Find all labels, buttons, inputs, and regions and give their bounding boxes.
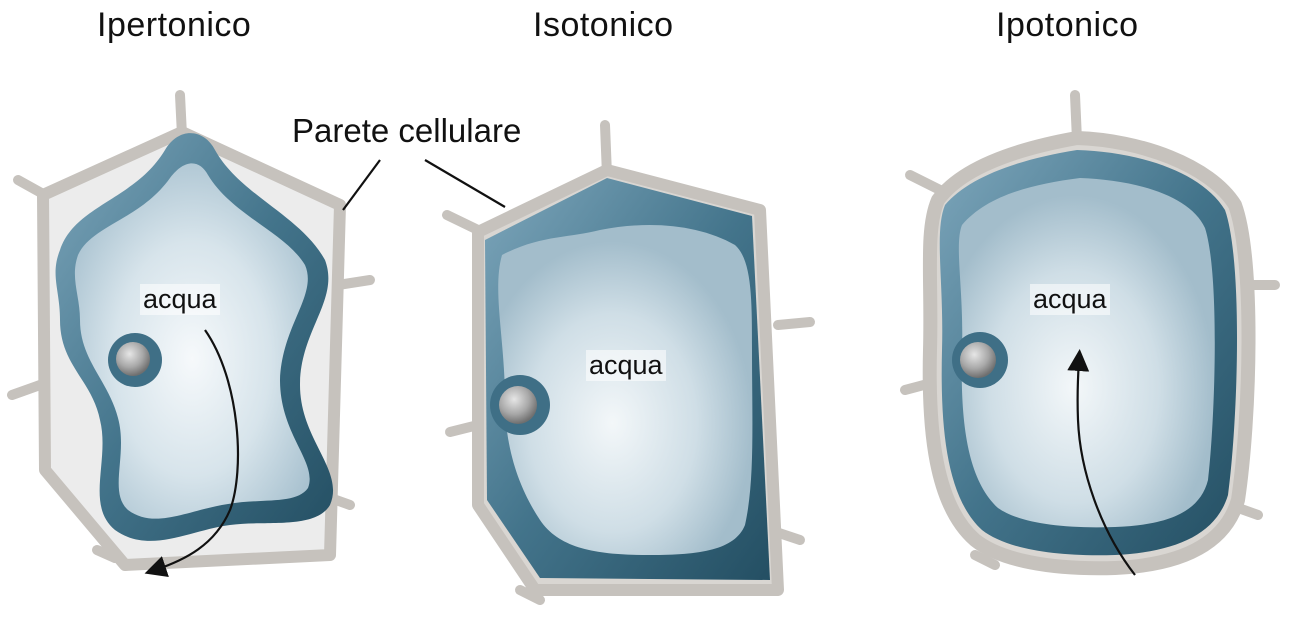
cell-wall-label: Parete cellulare	[292, 112, 521, 150]
hypertonic-nucleus	[116, 342, 150, 376]
water-label-hypertonic: acqua	[140, 284, 220, 315]
isotonic-cell	[343, 125, 810, 600]
water-label-isotonic: acqua	[586, 350, 666, 381]
title-isotonic: Isotonico	[533, 6, 674, 45]
isotonic-nucleus	[499, 386, 537, 424]
title-hypotonic: Ipotonico	[996, 6, 1139, 45]
water-label-hypotonic: acqua	[1030, 284, 1110, 315]
hypotonic-cell	[905, 95, 1275, 575]
hypotonic-nucleus	[960, 342, 996, 378]
hypertonic-cell	[12, 95, 370, 570]
wall-leader-line-left	[343, 160, 380, 210]
wall-leader-line-right	[425, 160, 505, 207]
title-hypertonic: Ipertonico	[97, 6, 251, 45]
